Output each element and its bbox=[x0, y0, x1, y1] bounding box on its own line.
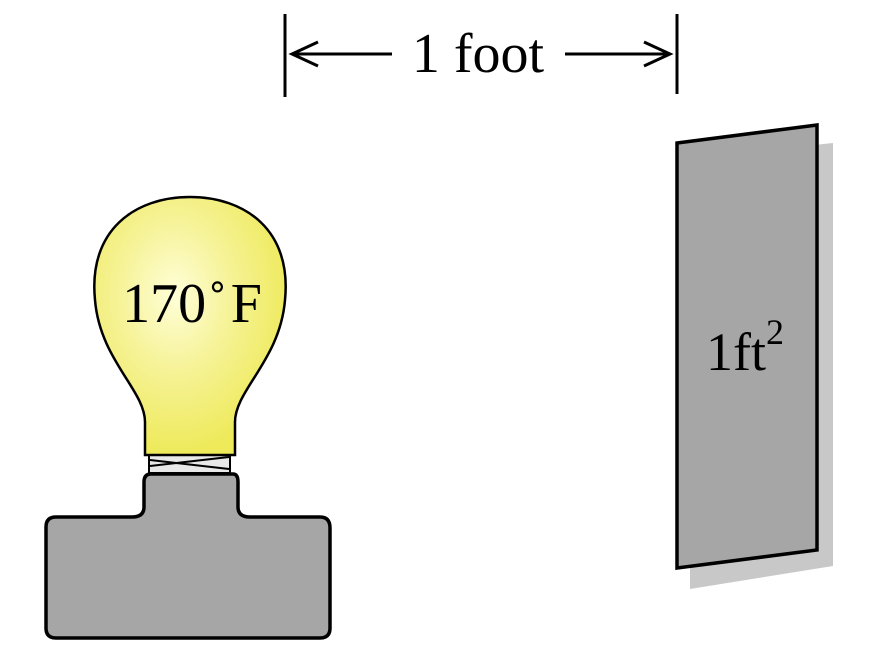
bulb-temperature-label: 170˚F bbox=[122, 273, 262, 335]
area-exponent: 2 bbox=[766, 312, 784, 352]
temperature-unit: F bbox=[231, 273, 262, 335]
degree-symbol: ˚ bbox=[208, 273, 227, 335]
area-base: 1ft bbox=[706, 322, 766, 382]
light-bulb: 170˚F bbox=[93, 195, 287, 457]
dimension-left-arrowhead bbox=[288, 40, 319, 68]
dimension-right-arrowhead bbox=[643, 40, 674, 68]
distance-dimension: 1 foot bbox=[283, 14, 679, 97]
plate-face bbox=[675, 123, 819, 570]
bulb-glass bbox=[93, 195, 287, 457]
distance-label: 1 foot bbox=[412, 23, 545, 85]
lamp-base-body bbox=[44, 472, 332, 640]
bulb-socket-thread bbox=[149, 456, 230, 470]
temperature-value: 170 bbox=[122, 273, 206, 335]
plate-area-label: 1ft2 bbox=[706, 312, 784, 382]
lamp-base bbox=[44, 472, 332, 640]
receiving-plate: 1ft2 bbox=[675, 123, 833, 589]
